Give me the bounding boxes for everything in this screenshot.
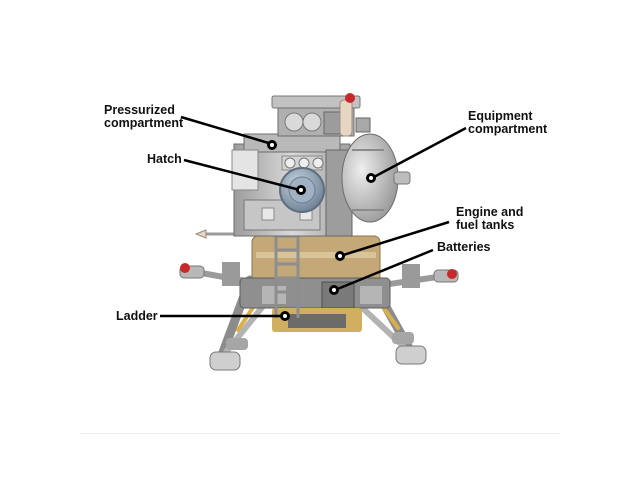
label-engine-and-fuel-tanks: Engine and fuel tanks (456, 205, 524, 232)
label-equipment-compartment: Equipment compartment (468, 109, 548, 136)
label-batteries: Batteries (437, 240, 491, 254)
pointer-lines (160, 115, 467, 318)
top-docking (271, 93, 371, 137)
descent-stage (239, 235, 391, 332)
label-pressurized-compartment: Pressurized compartment (104, 103, 184, 130)
bottom-divider (80, 433, 560, 434)
side-outriggers (179, 262, 459, 288)
foot-pads (209, 332, 427, 371)
ascent-stage (231, 133, 353, 237)
label-ladder: Ladder (116, 309, 158, 323)
pointer-markers (267, 140, 376, 321)
pointer-marker-centers (270, 143, 373, 318)
label-hatch: Hatch (147, 152, 182, 166)
